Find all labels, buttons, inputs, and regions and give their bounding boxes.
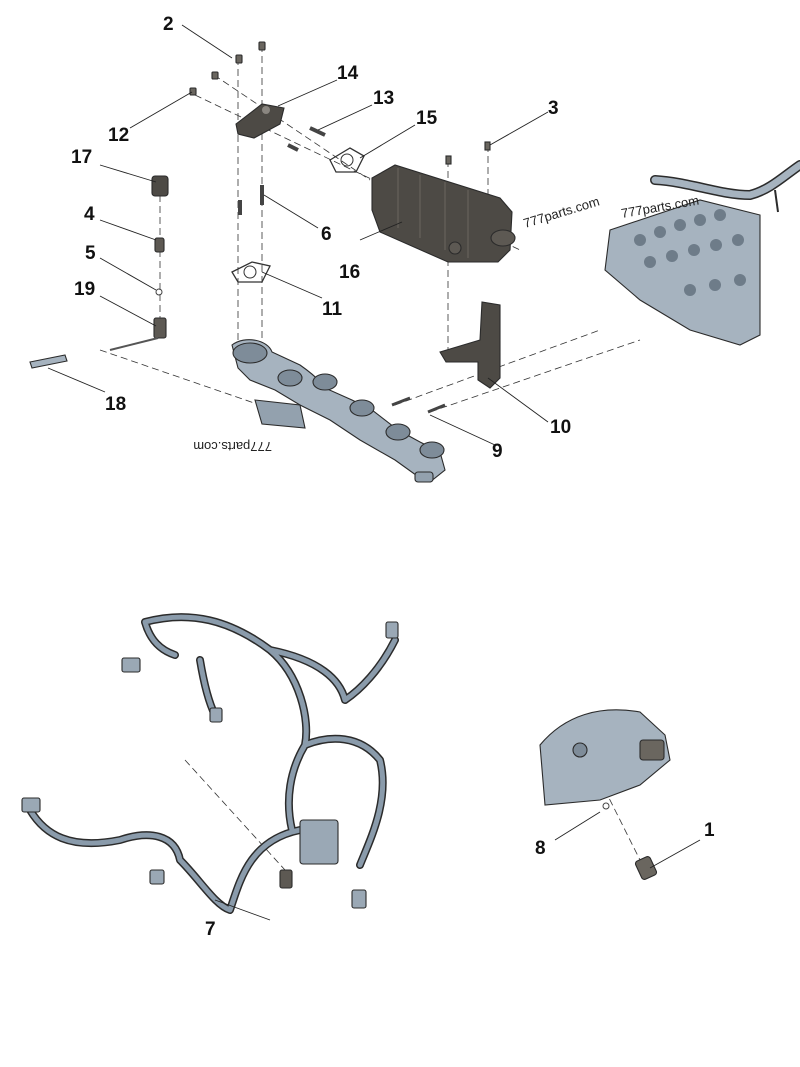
egr-cooler xyxy=(371,164,516,263)
callout-12: 12 xyxy=(108,125,129,146)
callout-5: 5 xyxy=(85,243,96,264)
callout-14: 14 xyxy=(337,63,359,84)
gasket-15 xyxy=(329,147,365,173)
callout-13: 13 xyxy=(373,88,394,109)
leader-lines xyxy=(47,24,701,921)
callout-17: 17 xyxy=(71,147,92,168)
exhaust-manifold xyxy=(231,339,446,483)
callout-11: 11 xyxy=(322,299,343,320)
callout-18: 18 xyxy=(105,394,126,415)
callout-6: 6 xyxy=(321,224,332,245)
bracket-10 xyxy=(439,301,501,389)
callout-3: 3 xyxy=(548,98,559,119)
callout-1: 1 xyxy=(704,820,715,841)
callout-8: 8 xyxy=(535,838,546,859)
upper-flange-14 xyxy=(235,103,285,139)
sensor-stack xyxy=(29,175,169,369)
wiring-harness xyxy=(21,613,399,914)
callout-19: 19 xyxy=(74,279,95,300)
watermark-manifold: 777parts.com xyxy=(193,439,272,454)
egr-pipe xyxy=(650,160,800,213)
callout-labels: 2 14 13 15 3 12 17 4 6 5 16 19 11 18 10 … xyxy=(71,14,715,940)
studs-and-bolts xyxy=(189,41,491,414)
callout-9: 9 xyxy=(492,441,503,462)
callout-2: 2 xyxy=(163,14,174,35)
callout-4: 4 xyxy=(84,204,95,225)
callout-10: 10 xyxy=(550,417,571,438)
callout-7: 7 xyxy=(205,919,216,940)
callout-15: 15 xyxy=(416,108,438,129)
callout-16: 16 xyxy=(339,262,360,283)
watermark-cooler: 777parts.com xyxy=(521,193,601,230)
sensor-housing xyxy=(539,709,671,881)
cylinder-head xyxy=(604,199,761,346)
